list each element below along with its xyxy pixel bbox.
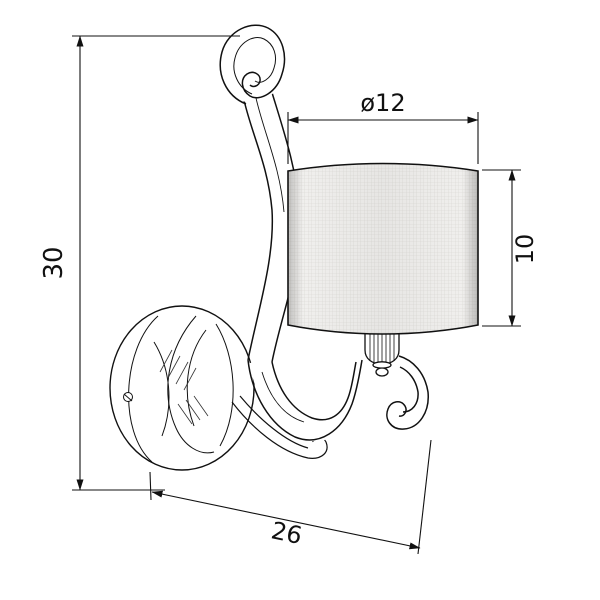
scroll-body-fill — [222, 24, 289, 104]
stem-body-fill — [245, 90, 299, 361]
plate-hatching — [159, 349, 209, 425]
arm-body-fill — [249, 358, 370, 441]
dim-overall-height: 30 — [39, 35, 240, 491]
wall-mount-plate — [109, 305, 255, 471]
dim-line-depth — [151, 490, 421, 550]
top-scroll — [219, 24, 289, 105]
dim-label-shade-height: 10 — [511, 234, 539, 265]
dim-label-diameter: ø12 — [360, 89, 405, 117]
candle-holder — [364, 330, 400, 377]
dimension-annotations: 30 ø12 10 26 — [39, 35, 539, 555]
dim-shade-diameter: ø12 — [287, 89, 479, 164]
scroll-outline — [219, 24, 286, 105]
screw-slot — [123, 393, 133, 402]
plate-rim-line — [128, 315, 159, 463]
holder-facets — [369, 332, 395, 363]
dim-shade-height: 10 — [482, 169, 539, 327]
holder-knob — [375, 367, 389, 377]
plate-leaf-ornaments — [153, 315, 234, 454]
dim-label-depth: 26 — [269, 516, 305, 550]
shade-outline — [287, 162, 479, 335]
plate-outline — [109, 305, 255, 471]
lamp-arm — [247, 353, 436, 441]
lampshade — [287, 162, 479, 335]
holder-collar — [372, 361, 392, 369]
dim-label-height: 30 — [39, 246, 69, 279]
dim-ext-left — [149, 471, 152, 501]
arm-curl-fill — [397, 353, 436, 432]
dim-overall-depth: 26 — [149, 439, 432, 555]
arm-outline — [247, 355, 429, 441]
